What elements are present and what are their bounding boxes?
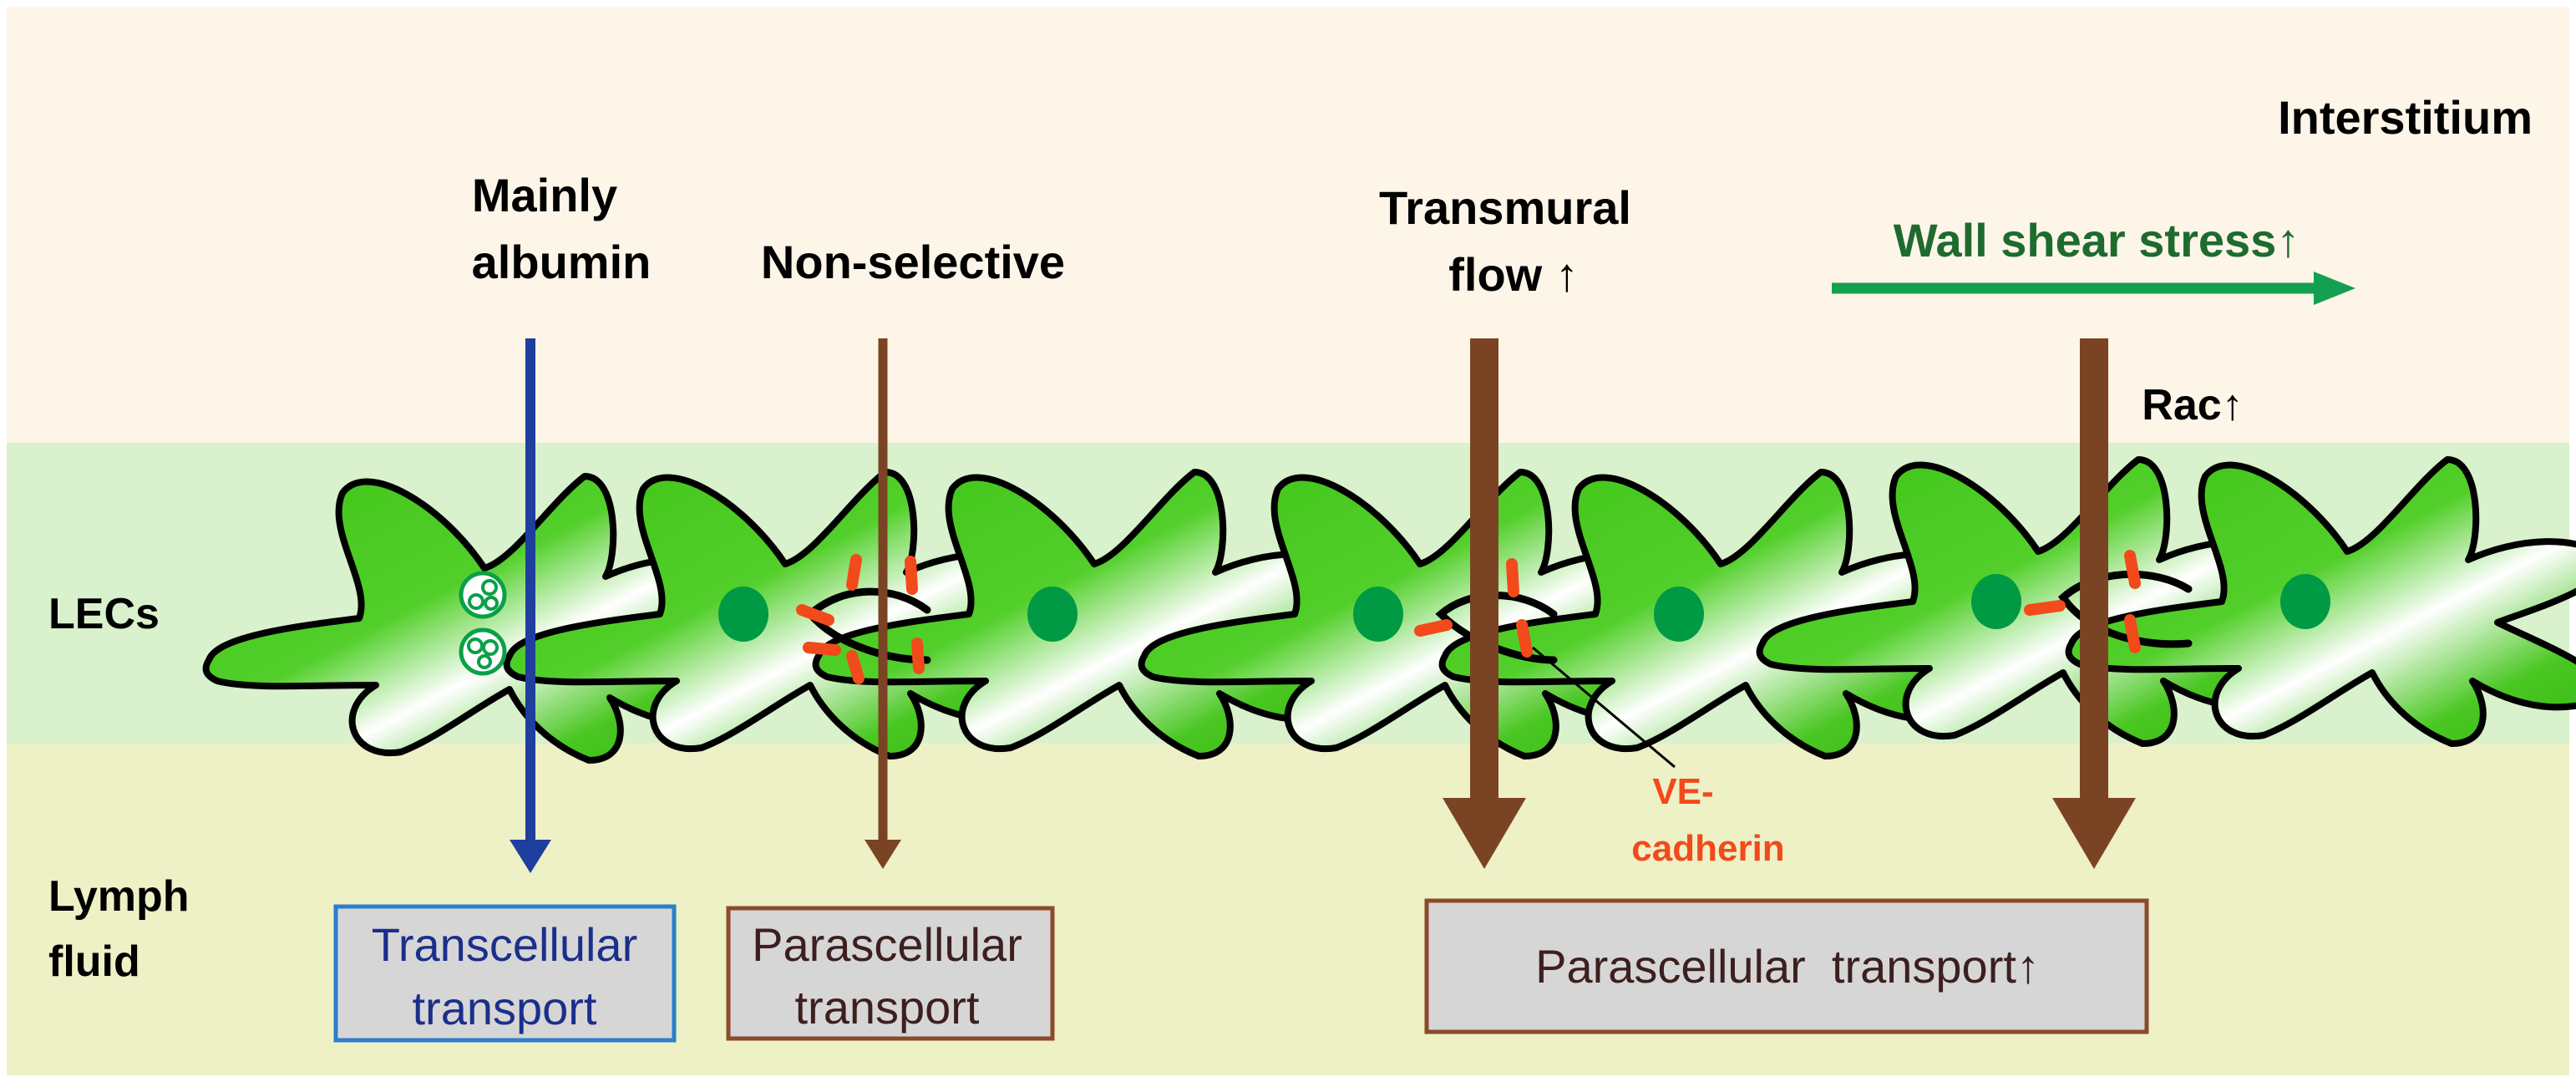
nucleus [1353, 587, 1403, 642]
ve-cadherin-dash [2124, 614, 2141, 653]
nucleus [1027, 587, 1078, 642]
lymph-fluid-label-line1: Lymph [48, 872, 190, 921]
ve-cadherin-label-line2: cadherin [1631, 828, 1784, 869]
wall-shear-stress-arrow [1832, 272, 2355, 305]
vesicles [459, 571, 507, 676]
interstitium-band [0, 0, 2576, 443]
junction-gap [1435, 592, 1558, 664]
endothelial-cell [1443, 472, 1988, 756]
endothelial-cell [816, 472, 1362, 756]
ve-cadherin-dash [1506, 558, 1519, 597]
ve-cadherin-dash [2124, 550, 2141, 589]
mainly-albumin-label-line2: albumin [472, 236, 652, 288]
transmural-flow-label-line2: flow ↑ [1448, 248, 1579, 301]
transmural-flow-label-line1: Transmural [1379, 181, 1631, 234]
parascellular-arrow [865, 338, 901, 869]
lymphatic-endothelial-cells [206, 460, 2576, 760]
ve-cadherin-dash [1516, 619, 1533, 658]
parascellular-transport-increased-box: Parascellular transport↑ [1424, 898, 2149, 1034]
nucleus [1971, 574, 2021, 629]
nucleus [1654, 587, 1704, 642]
wall-shear-stress-label: Wall shear stress↑ [1894, 214, 2300, 267]
ve-cadherin-dash [796, 604, 834, 626]
lecs-label: LECs [48, 590, 160, 638]
transcellular-transport-box: Transcellular transport [333, 904, 677, 1043]
nucleus [2280, 574, 2330, 629]
ve-cadherin-dash [2024, 600, 2066, 616]
non-selective-label: Non-selective [761, 236, 1065, 288]
interstitium-label: Interstitium [2278, 91, 2533, 144]
ve-cadherin-dash [905, 556, 918, 595]
endothelial-cell [507, 472, 1052, 756]
mainly-albumin-label-line1: Mainly [472, 169, 617, 221]
ve-cadherin-dash [846, 554, 862, 591]
ve-cadherin-dash [803, 642, 841, 656]
endothelial-cell [1142, 472, 1687, 756]
ve-cadherin-junctions [796, 550, 2141, 684]
transcellular-box-line2: transport [413, 982, 597, 1034]
parascellular-box-line1: Parascellular [752, 918, 1022, 971]
transcellular-arrow [510, 338, 551, 873]
ve-cadherin-label-line1: VE- [1652, 771, 1713, 812]
vesicle [459, 627, 507, 676]
parascellular-increased-box-label: Parascellular transport↑ [1535, 940, 2040, 993]
nucleus [718, 587, 768, 642]
parascellular-transport-box: Parascellular transport [726, 906, 1055, 1041]
transcellular-box-line1: Transcellular [372, 918, 637, 971]
ve-cadherin-dash [911, 638, 925, 674]
endothelial-cell [2069, 460, 2576, 744]
lymph-fluid-label-line2: fluid [48, 937, 140, 986]
junction-gap [2058, 570, 2193, 648]
rac-flow-arrow [2052, 338, 2136, 869]
parascellular-box-line2: transport [795, 981, 980, 1034]
ve-cadherin-dash [846, 650, 865, 684]
rac-label: Rac↑ [2142, 381, 2243, 429]
endothelial-cell [1760, 460, 2305, 744]
ve-cadherin-pointer [1532, 646, 1676, 769]
ve-cadherin-dash [1414, 619, 1453, 637]
vesicle [459, 571, 507, 619]
transmural-flow-arrow [1443, 338, 1526, 869]
